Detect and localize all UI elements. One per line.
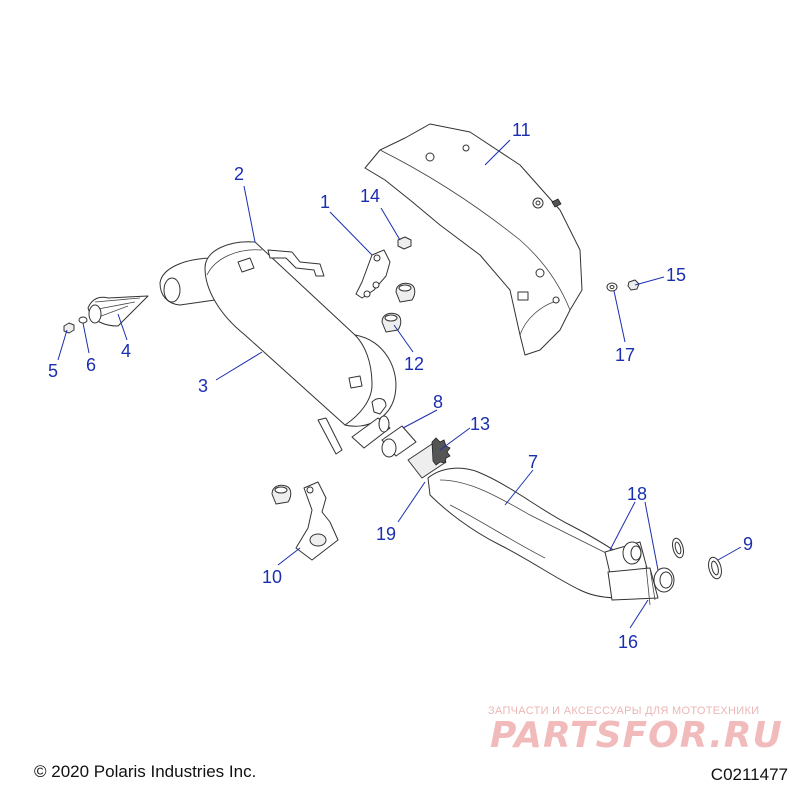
leader-14 [380,207,401,241]
leader-6 [82,322,90,354]
leader-4 [117,313,128,341]
gasket-parts-9 [672,537,722,580]
bolt-part-14 [397,236,412,250]
callout-5: 5 [48,361,58,381]
leader-13 [439,427,471,451]
leader-1 [329,211,373,256]
callout-17: 17 [615,345,635,365]
callout-1: 1 [320,192,330,212]
gasket-part-8 [381,425,417,458]
bracket-part-1 [355,249,391,299]
callout-8: 8 [433,392,443,412]
callout-13: 13 [470,414,490,434]
leader-15 [634,276,665,286]
watermark-logo: PARTSFOR.RU [490,715,783,756]
callout-12: 12 [404,354,424,374]
leader-8 [402,409,438,429]
callout-6: 6 [86,355,96,375]
watermark-tagline: ЗАПЧАСТИ И АКСЕССУАРЫ ДЛЯ МОТОТЕХНИКИ [488,705,760,717]
leader-17 [613,290,626,343]
callout-7: 7 [528,452,538,472]
head-pipe-part [427,467,675,606]
leader-11 [484,139,511,166]
callout-19: 19 [376,524,396,544]
callout-2: 2 [234,164,244,184]
callout-labels: 1 2 3 4 5 6 7 8 9 10 11 12 13 14 15 16 1… [48,120,753,652]
muffler-part [159,241,397,455]
leader-10 [277,547,301,566]
leader-5 [57,329,68,361]
grommet-parts-12 [381,282,416,333]
callout-4: 4 [121,341,131,361]
callout-16: 16 [618,632,638,652]
leader-12 [393,324,414,353]
diagram-id-code: C0211477 [710,765,788,784]
callout-18: 18 [627,484,647,504]
heat-shield-part [364,123,583,356]
bolt-part-5 [63,322,75,334]
washer-part-17 [606,282,618,292]
leader-16 [629,599,649,629]
leader-18b [644,501,659,571]
callout-9: 9 [743,534,753,554]
callout-3: 3 [198,376,208,396]
bracket-part-10 [271,481,339,561]
leader-19 [397,481,426,523]
callout-11: 11 [512,120,531,140]
washer-part-6 [78,316,88,324]
clamp-part-13 [407,437,451,479]
callout-15: 15 [666,265,686,285]
callout-10: 10 [262,567,282,587]
leader-lines [57,139,742,629]
leader-2 [243,185,256,243]
leader-18a [609,501,636,551]
leader-3 [215,351,263,381]
nut-part-15 [627,279,640,291]
callout-14: 14 [360,186,380,206]
copyright-notice: © 2020 Polaris Industries Inc. [34,762,257,781]
spark-arrestor-cone-part [87,295,149,327]
shield-clip-parts [532,197,562,209]
leader-7 [504,469,534,506]
leader-9 [717,546,742,561]
